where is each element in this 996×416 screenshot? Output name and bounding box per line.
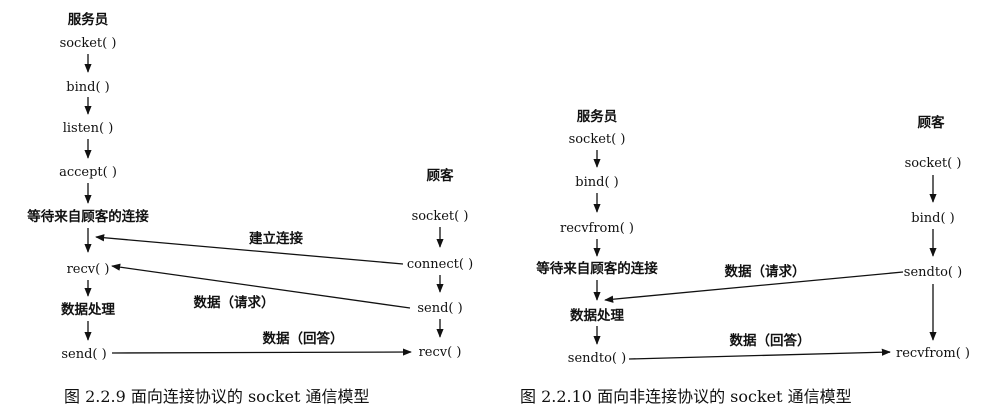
left-server-step-bind: bind( ) [66, 80, 109, 95]
connectionless-diagram: 服务员 socket( ) bind( ) recvfrom( ) 等待来自顾客… [520, 108, 970, 406]
left-server-step-wait: 等待来自顾客的连接 [27, 208, 149, 225]
right-server-column: 服务员 socket( ) bind( ) recvfrom( ) 等待来自顾客… [536, 108, 658, 366]
right-message-reply-label: 数据（回答） [730, 332, 811, 349]
left-message-request-label: 数据（请求） [194, 294, 275, 311]
left-server-step-process: 数据处理 [61, 301, 115, 318]
right-message-reply-arrow [628, 348, 891, 360]
left-server-step-recv: recv( ) [67, 262, 110, 277]
left-server-step-listen: listen( ) [63, 121, 114, 136]
right-server-step-recvfrom: recvfrom( ) [560, 221, 634, 236]
right-client-column: 顾客 socket( ) bind( ) sendto( ) recvfrom(… [896, 114, 970, 361]
left-server-step-accept: accept( ) [59, 165, 117, 180]
left-server-step-send: send( ) [61, 347, 106, 362]
right-server-step-wait: 等待来自顾客的连接 [536, 260, 658, 277]
right-message-request-arrow [604, 271, 904, 303]
right-client-step-sendto: sendto( ) [904, 265, 962, 280]
left-client-title: 顾客 [427, 167, 454, 184]
left-message-connect-arrow [95, 234, 404, 265]
left-message-reply-label: 数据（回答） [263, 330, 344, 347]
left-client-step-connect: connect( ) [407, 257, 473, 272]
left-caption: 图 2.2.9 面向连接协议的 socket 通信模型 [64, 387, 369, 406]
left-message-reply-arrow [111, 348, 412, 356]
left-server-step-socket: socket( ) [60, 36, 117, 51]
right-client-step-socket: socket( ) [905, 156, 962, 171]
right-server-step-process: 数据处理 [570, 307, 624, 324]
left-client-step-socket: socket( ) [412, 209, 469, 224]
right-client-step-bind: bind( ) [911, 211, 954, 226]
right-message-request-label: 数据（请求） [725, 263, 806, 280]
left-message-request-arrow [111, 263, 411, 309]
left-server-title: 服务员 [68, 11, 109, 28]
left-client-step-recv: recv( ) [419, 345, 462, 360]
right-server-step-socket: socket( ) [569, 132, 626, 147]
connection-oriented-diagram: 服务员 socket( ) bind( ) listen( ) accept( … [27, 11, 473, 406]
right-server-step-bind: bind( ) [575, 175, 618, 190]
right-server-title: 服务员 [577, 108, 618, 125]
left-server-column: 服务员 socket( ) bind( ) listen( ) accept( … [27, 11, 149, 362]
right-client-step-recvfrom: recvfrom( ) [896, 346, 970, 361]
left-client-column: 顾客 socket( ) connect( ) send( ) recv( ) [407, 167, 473, 360]
right-client-title: 顾客 [918, 114, 946, 131]
left-message-connect-label: 建立连接 [248, 230, 303, 247]
left-client-step-send: send( ) [417, 301, 462, 316]
right-caption: 图 2.2.10 面向非连接协议的 socket 通信模型 [520, 387, 852, 406]
right-server-step-sendto: sendto( ) [568, 351, 626, 366]
